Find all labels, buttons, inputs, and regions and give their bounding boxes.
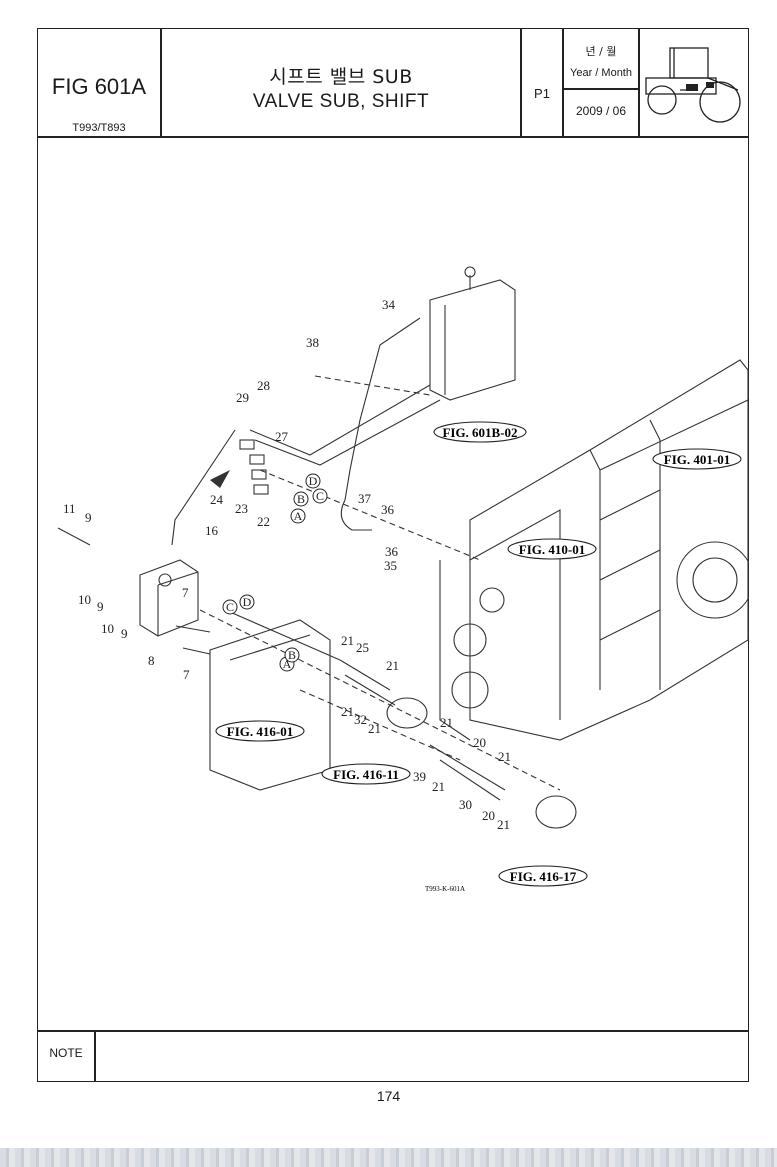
part-number: 9 xyxy=(85,510,92,525)
part-number: 36 xyxy=(381,502,395,517)
part-number: 35 xyxy=(384,558,397,573)
exploded-parts-diagram: FIG. 601B-02 FIG. 401-01 FIG. 410-01 FIG… xyxy=(57,266,749,893)
part-number: 32 xyxy=(354,712,367,727)
circled-letter-a: A xyxy=(283,657,292,671)
circled-letter-b: B xyxy=(297,492,305,506)
model-code: T993/T893 xyxy=(72,122,126,134)
part-number: 16 xyxy=(205,523,219,538)
part-number: 37 xyxy=(358,491,372,506)
part-number: 21 xyxy=(341,633,354,648)
circled-letter-a: A xyxy=(294,509,303,523)
ref-fig-416-17: FIG. 416-17 xyxy=(510,869,577,884)
part-number: 21 xyxy=(386,658,399,673)
part-number: 28 xyxy=(257,378,270,393)
drawing-code: T993-K-601A xyxy=(425,885,465,893)
part-number: 9 xyxy=(121,626,128,641)
part-number: 11 xyxy=(63,501,76,516)
part-number: 9 xyxy=(97,599,104,614)
year-month-label-en: Year / Month xyxy=(570,67,632,79)
part-number: 20 xyxy=(482,808,495,823)
ref-fig-601b-02: FIG. 601B-02 xyxy=(442,425,517,440)
part-number: 23 xyxy=(235,501,248,516)
part-number: 21 xyxy=(368,721,381,736)
ref-fig-401-01: FIG. 401-01 xyxy=(664,452,730,467)
ref-fig-410-01: FIG. 410-01 xyxy=(519,542,585,557)
part-number: 27 xyxy=(275,429,289,444)
part-number: 20 xyxy=(473,735,486,750)
part-number: 21 xyxy=(498,749,511,764)
header-divider xyxy=(520,28,522,137)
note-top-rule xyxy=(37,1030,749,1032)
header-divider xyxy=(160,28,162,137)
ref-fig-416-01: FIG. 416-01 xyxy=(227,724,293,739)
part-number: 21 xyxy=(432,779,445,794)
part-number: 24 xyxy=(210,492,224,507)
part-number: 8 xyxy=(148,653,155,668)
ref-fig-416-11: FIG. 416-11 xyxy=(333,767,399,782)
title-korean: 시프트 밸브 SUB xyxy=(269,66,413,88)
title-english: VALVE SUB, SHIFT xyxy=(252,91,430,112)
part-number: 34 xyxy=(382,297,396,312)
part-number: 22 xyxy=(257,514,270,529)
part-number: 10 xyxy=(78,592,91,607)
circled-letter-d: D xyxy=(243,595,252,609)
circled-letter-c: C xyxy=(316,489,324,503)
part-number: 21 xyxy=(341,704,354,719)
part-number: 36 xyxy=(385,544,399,559)
circled-letter-d: D xyxy=(309,474,318,488)
revision-date: 2009 / 06 xyxy=(575,104,627,118)
page-reference: P1 xyxy=(534,86,550,101)
part-number: 25 xyxy=(356,640,369,655)
part-number: 29 xyxy=(236,390,249,405)
note-label: NOTE xyxy=(49,1046,83,1060)
tractor-thumbnail xyxy=(645,47,741,123)
header-divider xyxy=(638,28,640,137)
header-bottom-rule xyxy=(37,136,749,138)
year-month-label-ko: 년 / 월 xyxy=(585,45,617,58)
header-divider xyxy=(562,28,564,137)
part-number: 21 xyxy=(440,715,453,730)
page-number: 174 xyxy=(376,1088,401,1104)
part-number: 38 xyxy=(306,335,319,350)
circled-letter-b: B xyxy=(288,648,296,662)
date-rule xyxy=(562,88,639,90)
part-number: 30 xyxy=(459,797,472,812)
part-number: 7 xyxy=(183,667,190,682)
note-divider xyxy=(94,1030,96,1082)
figure-code: FIG 601A xyxy=(51,74,147,99)
circled-letter-c: C xyxy=(226,600,234,614)
part-number: 10 xyxy=(101,621,114,636)
part-number: 7 xyxy=(182,585,189,600)
scan-artifact-strip xyxy=(0,1148,777,1167)
part-number: 39 xyxy=(413,769,426,784)
part-number: 21 xyxy=(497,817,510,832)
